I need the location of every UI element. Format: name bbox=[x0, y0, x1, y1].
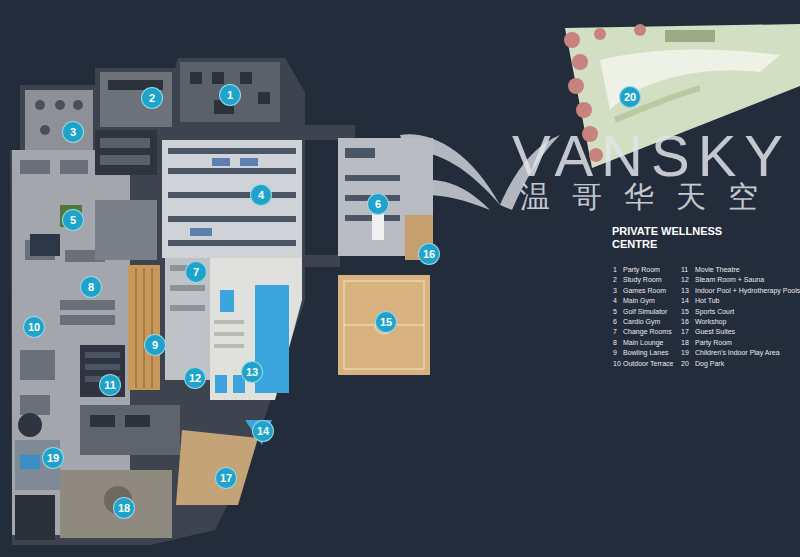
watermark-text: VANSKY bbox=[512, 126, 791, 186]
callout-number: 18 bbox=[118, 503, 130, 514]
legend-number: 12 bbox=[681, 275, 689, 284]
legend-number: 9 bbox=[613, 348, 617, 357]
callout-circle: 4 bbox=[250, 184, 272, 206]
main-building bbox=[10, 58, 305, 545]
legend-name: Outdoor Terrace bbox=[623, 359, 673, 368]
callout-number: 15 bbox=[380, 317, 392, 328]
legend-name: Workshop bbox=[695, 317, 726, 326]
legend-number: 13 bbox=[681, 286, 689, 295]
legend-name: Golf Simulator bbox=[623, 307, 667, 316]
callout-circle: 19 bbox=[42, 447, 64, 469]
legend-name: Games Room bbox=[623, 286, 666, 295]
legend-number: 19 bbox=[681, 348, 689, 357]
legend-number: 6 bbox=[613, 317, 617, 326]
callout-circle: 2 bbox=[141, 87, 163, 109]
callout-circle: 15 bbox=[375, 311, 397, 333]
legend-number: 11 bbox=[681, 265, 688, 274]
legend-number: 3 bbox=[613, 286, 617, 295]
callout-number: 12 bbox=[189, 373, 201, 384]
legend-name: Dog Park bbox=[695, 359, 724, 368]
callout-circle: 18 bbox=[113, 497, 135, 519]
callout-number: 16 bbox=[423, 249, 435, 260]
callout-number: 17 bbox=[220, 473, 232, 484]
legend-number: 16 bbox=[681, 317, 689, 326]
callout-number: 3 bbox=[70, 127, 76, 138]
legend-number: 2 bbox=[613, 275, 617, 284]
callout-circle: 12 bbox=[184, 367, 206, 389]
legend-number: 14 bbox=[681, 296, 689, 305]
callout-number: 4 bbox=[258, 190, 264, 201]
callout-number: 6 bbox=[375, 199, 381, 210]
callout-circle: 7 bbox=[185, 261, 207, 283]
legend-number: 8 bbox=[613, 338, 617, 347]
east-wing bbox=[305, 125, 433, 375]
callout-number: 1 bbox=[227, 90, 233, 101]
callout-circle: 17 bbox=[215, 467, 237, 489]
callout-circle: 9 bbox=[144, 334, 166, 356]
legend-number: 18 bbox=[681, 338, 689, 347]
callout-number: 8 bbox=[88, 282, 94, 293]
callout-number: 5 bbox=[70, 215, 76, 226]
legend-name: Indoor Pool + Hydrotherapy Pools bbox=[695, 286, 800, 295]
watermark-chinese: 温哥华天空 bbox=[520, 180, 780, 214]
legend-number: 10 bbox=[613, 359, 621, 368]
legend-number: 4 bbox=[613, 296, 617, 305]
legend-name: Bowling Lanes bbox=[623, 348, 669, 357]
legend-number: 15 bbox=[681, 307, 689, 316]
legend-number: 5 bbox=[613, 307, 617, 316]
callout-number: 13 bbox=[246, 367, 258, 378]
legend-name: Change Rooms bbox=[623, 327, 672, 336]
legend-name: Main Lounge bbox=[623, 338, 663, 347]
callout-circle: 5 bbox=[62, 209, 84, 231]
callout-circle: 16 bbox=[418, 243, 440, 265]
legend-title: PRIVATE WELLNESS CENTRE bbox=[612, 225, 724, 251]
legend-name: Party Room bbox=[695, 338, 732, 347]
legend-name: Party Room bbox=[623, 265, 660, 274]
legend-name: Steam Room + Sauna bbox=[695, 275, 764, 284]
callout-circle: 8 bbox=[80, 276, 102, 298]
callout-number: 11 bbox=[104, 380, 116, 391]
legend-name: Hot Tub bbox=[695, 296, 720, 305]
legend-number: 17 bbox=[681, 327, 689, 336]
callout-circle: 3 bbox=[62, 121, 84, 143]
callout-circle: 11 bbox=[99, 374, 121, 396]
legend-name: Cardio Gym bbox=[623, 317, 660, 326]
callout-circle: 13 bbox=[241, 361, 263, 383]
legend-name: Children's Indoor Play Area bbox=[695, 348, 780, 357]
callout-number: 9 bbox=[152, 340, 158, 351]
callout-number: 14 bbox=[257, 426, 269, 437]
callout-number: 20 bbox=[624, 92, 636, 103]
legend-number: 7 bbox=[613, 327, 617, 336]
callout-circle: 14 bbox=[252, 420, 274, 442]
legend-name: Sports Court bbox=[695, 307, 734, 316]
legend-number: 20 bbox=[681, 359, 689, 368]
legend-name: Guest Suites bbox=[695, 327, 735, 336]
callout-number: 19 bbox=[47, 453, 59, 464]
legend-name: Movie Theatre bbox=[695, 265, 740, 274]
callout-circle: 1 bbox=[219, 84, 241, 106]
callout-number: 2 bbox=[149, 93, 155, 104]
callout-circle: 6 bbox=[367, 193, 389, 215]
callout-circle: 20 bbox=[619, 86, 641, 108]
callout-number: 7 bbox=[193, 267, 199, 278]
callout-circle: 10 bbox=[23, 316, 45, 338]
legend-name: Study Room bbox=[623, 275, 662, 284]
legend-number: 1 bbox=[613, 265, 617, 274]
legend-name: Main Gym bbox=[623, 296, 655, 305]
callout-number: 10 bbox=[28, 322, 40, 333]
